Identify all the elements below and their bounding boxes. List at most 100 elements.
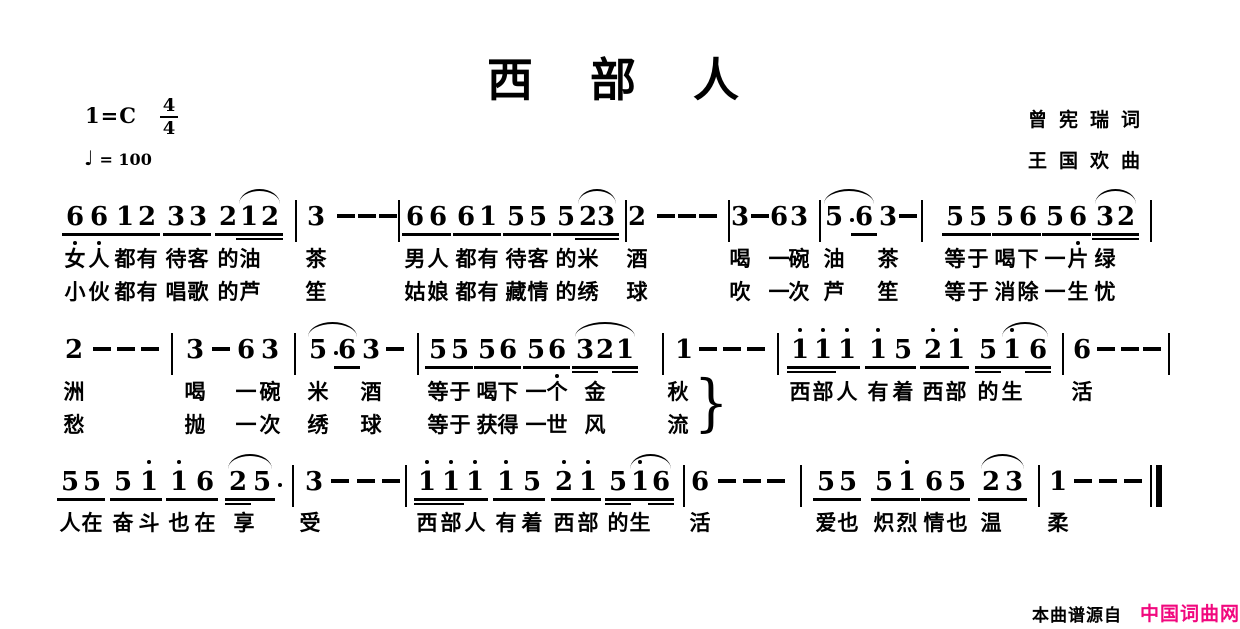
lyric-syllable: 绣 [307,413,329,437]
lyric-syllable: 洲 [63,380,85,404]
lyric-syllable: 客 [187,247,209,271]
rest-dash [899,214,917,218]
lyric-syllable: 待 [505,247,527,271]
slur [575,322,635,337]
lyric-syllable: 流 [667,413,689,437]
note: 2 [575,202,601,250]
lyric-syllable: 着 [892,380,914,404]
note: 2 [64,335,84,365]
lyric-syllable: 金 [584,380,606,404]
lyric-syllable: 有 [477,247,499,271]
lyric-syllable: 于 [449,413,471,437]
lyric-syllable: 西 [922,380,944,404]
note: 5 [503,202,529,250]
lyric-syllable: 都 [114,247,136,271]
note: 1 [943,328,969,383]
time-signature-numerator: 4 [162,95,176,116]
note: 3 [878,202,898,232]
lyric-syllable: 西 [789,380,811,404]
lyric-syllable: 米 [577,247,599,271]
note: 6 [86,202,112,250]
note: 1 [575,460,601,515]
note: 5 [605,467,631,515]
note: 2 [592,335,618,383]
lyric-syllable: 于 [967,280,989,304]
lyric-syllable: 油 [239,247,261,271]
lyric-syllable: 绣 [577,280,599,304]
note: 1 [810,328,836,383]
slur [239,189,280,204]
note: 5 [553,202,579,250]
slur [228,454,272,469]
note: 3 [185,202,211,250]
lyric-syllable: 温 [980,511,1002,535]
lyric-syllable: 藏 [505,280,527,304]
lyric-syllable: 爱 [815,511,837,535]
time-signature-denominator: 4 [162,118,176,139]
lyric-syllable: 有 [477,280,499,304]
lyric-syllable: 酒 [360,380,382,404]
note: 1 [112,202,138,250]
rest-dash [699,347,717,351]
rest-dash [657,214,675,218]
note: 3 [306,202,326,232]
slur [308,322,357,337]
lyric-syllable: 消 [994,280,1016,304]
lyric-syllable: 的 [217,280,239,304]
lyric-syllable: 生 [1001,380,1023,404]
barline [405,465,408,507]
rest-dash [751,214,769,218]
lyric-syllable: 人 [836,380,858,404]
note: 3 [1092,202,1118,250]
rest-dash [767,479,785,483]
lyric-syllable: 女 [64,247,86,271]
lyric-syllable: 人 [464,511,486,535]
note: 3 [163,202,189,250]
lyric-syllable: 客 [527,247,549,271]
composer-credit: 王国欢曲 [1028,150,1153,172]
lyric-syllable: 等 [944,280,966,304]
lyric-syllable: 部 [440,511,462,535]
rest-dash [718,479,736,483]
rest-dash [1097,347,1115,351]
barline [662,333,665,375]
note: 5 [965,202,991,250]
note: 1 [166,460,192,515]
note: 1 [612,335,638,383]
note: 6 [1025,335,1051,383]
note: 5 [835,467,861,515]
lyric-syllable: 烈 [896,511,918,535]
rest-dash [331,479,349,483]
lyric-syllable: 活 [689,511,711,535]
lyric-syllable: 情 [923,511,945,535]
lyric-syllable: 愁 [63,413,85,437]
lyric-syllable: 一 [235,413,257,437]
barline [292,465,295,507]
note: 5 [79,467,105,515]
note: 3 [789,202,809,232]
note: 2 [257,202,283,250]
note: 3 [260,335,280,365]
lyric-syllable: 唱 [165,280,187,304]
lyric-syllable: 得 [497,413,519,437]
tempo-marking: ♩= 100 [84,146,152,170]
lyric-syllable: 等 [944,247,966,271]
lyric-syllable: 都 [455,247,477,271]
rest-dash [337,214,355,218]
lyric-syllable: 炽 [873,511,895,535]
lyric-syllable: 小 [64,280,86,304]
lyric-syllable: 一 [1044,247,1066,271]
rest-dash [747,347,765,351]
note: 5 [525,202,551,250]
lyric-syllable: 的 [977,380,999,404]
lyric-syllable: 于 [449,380,471,404]
note: 5 [57,467,83,515]
note: 5 [813,467,839,515]
song-title: 西部人 [487,53,796,107]
time-signature: 4 4 [155,96,183,138]
lyric-syllable: 球 [626,280,648,304]
barline [683,465,686,507]
source-site-link[interactable]: 中国词曲网 [1140,603,1240,625]
note: 1 [136,460,162,515]
rest-dash [358,214,376,218]
